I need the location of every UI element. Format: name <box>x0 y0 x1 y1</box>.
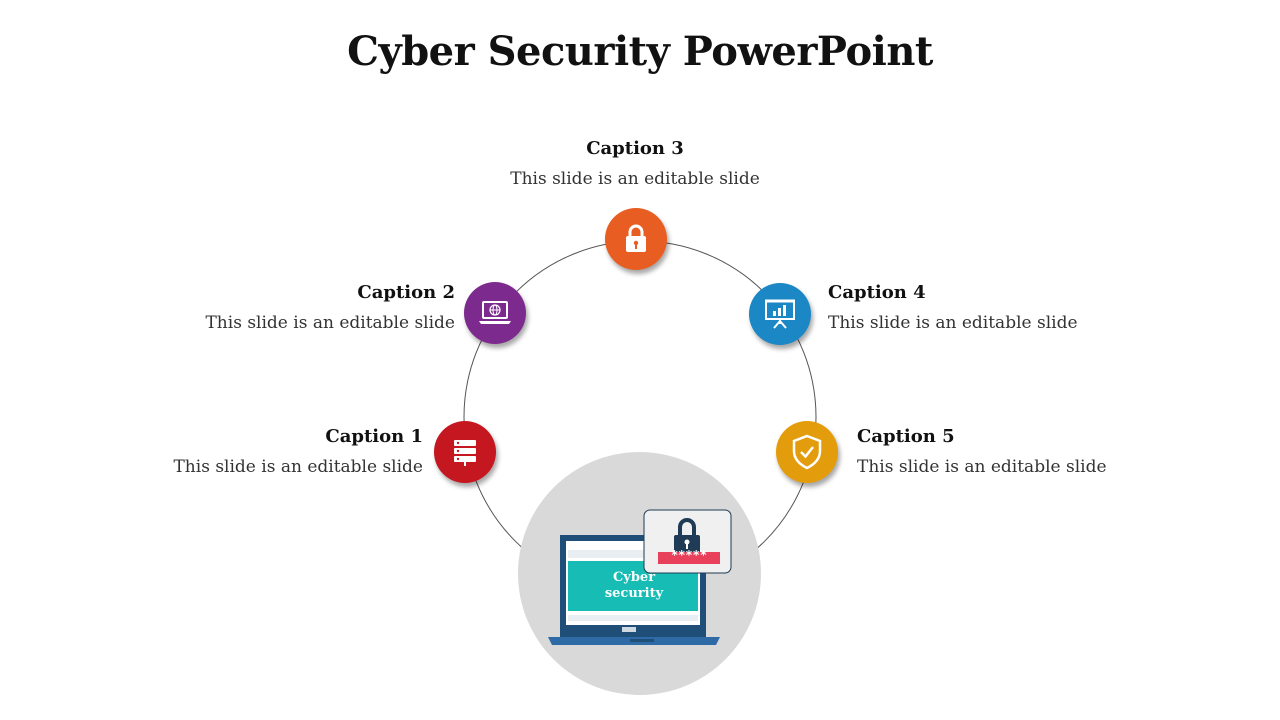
caption-5-text: This slide is an editable slide <box>857 456 1157 478</box>
node-5 <box>776 421 838 483</box>
caption-4-text: This slide is an editable slide <box>828 312 1128 334</box>
caption-1: Caption 1 This slide is an editable slid… <box>140 426 423 478</box>
caption-1-title: Caption 1 <box>140 426 423 448</box>
presentation-chart-icon <box>763 297 797 331</box>
caption-2-title: Caption 2 <box>170 282 455 304</box>
laptop-globe-icon <box>478 299 512 327</box>
password-mask: ***** <box>658 549 720 561</box>
caption-5-title: Caption 5 <box>857 426 1157 448</box>
center-label-line2: security <box>568 586 700 602</box>
node-4 <box>749 283 811 345</box>
caption-2: Caption 2 This slide is an editable slid… <box>170 282 455 334</box>
caption-1-text: This slide is an editable slide <box>140 456 423 478</box>
node-1 <box>434 421 496 483</box>
center-label: Cyber security <box>568 570 700 602</box>
caption-2-text: This slide is an editable slide <box>170 312 455 334</box>
shield-check-icon <box>791 434 823 470</box>
caption-3-title: Caption 3 <box>485 138 785 160</box>
caption-4-title: Caption 4 <box>828 282 1128 304</box>
caption-4: Caption 4 This slide is an editable slid… <box>828 282 1128 334</box>
padlock-icon <box>622 223 650 255</box>
center-label-line1: Cyber <box>568 570 700 586</box>
node-2 <box>464 282 526 344</box>
server-icon <box>450 437 480 467</box>
caption-5: Caption 5 This slide is an editable slid… <box>857 426 1157 478</box>
caption-3: Caption 3 This slide is an editable slid… <box>485 138 785 190</box>
caption-3-text: This slide is an editable slide <box>485 168 785 190</box>
node-3 <box>605 208 667 270</box>
